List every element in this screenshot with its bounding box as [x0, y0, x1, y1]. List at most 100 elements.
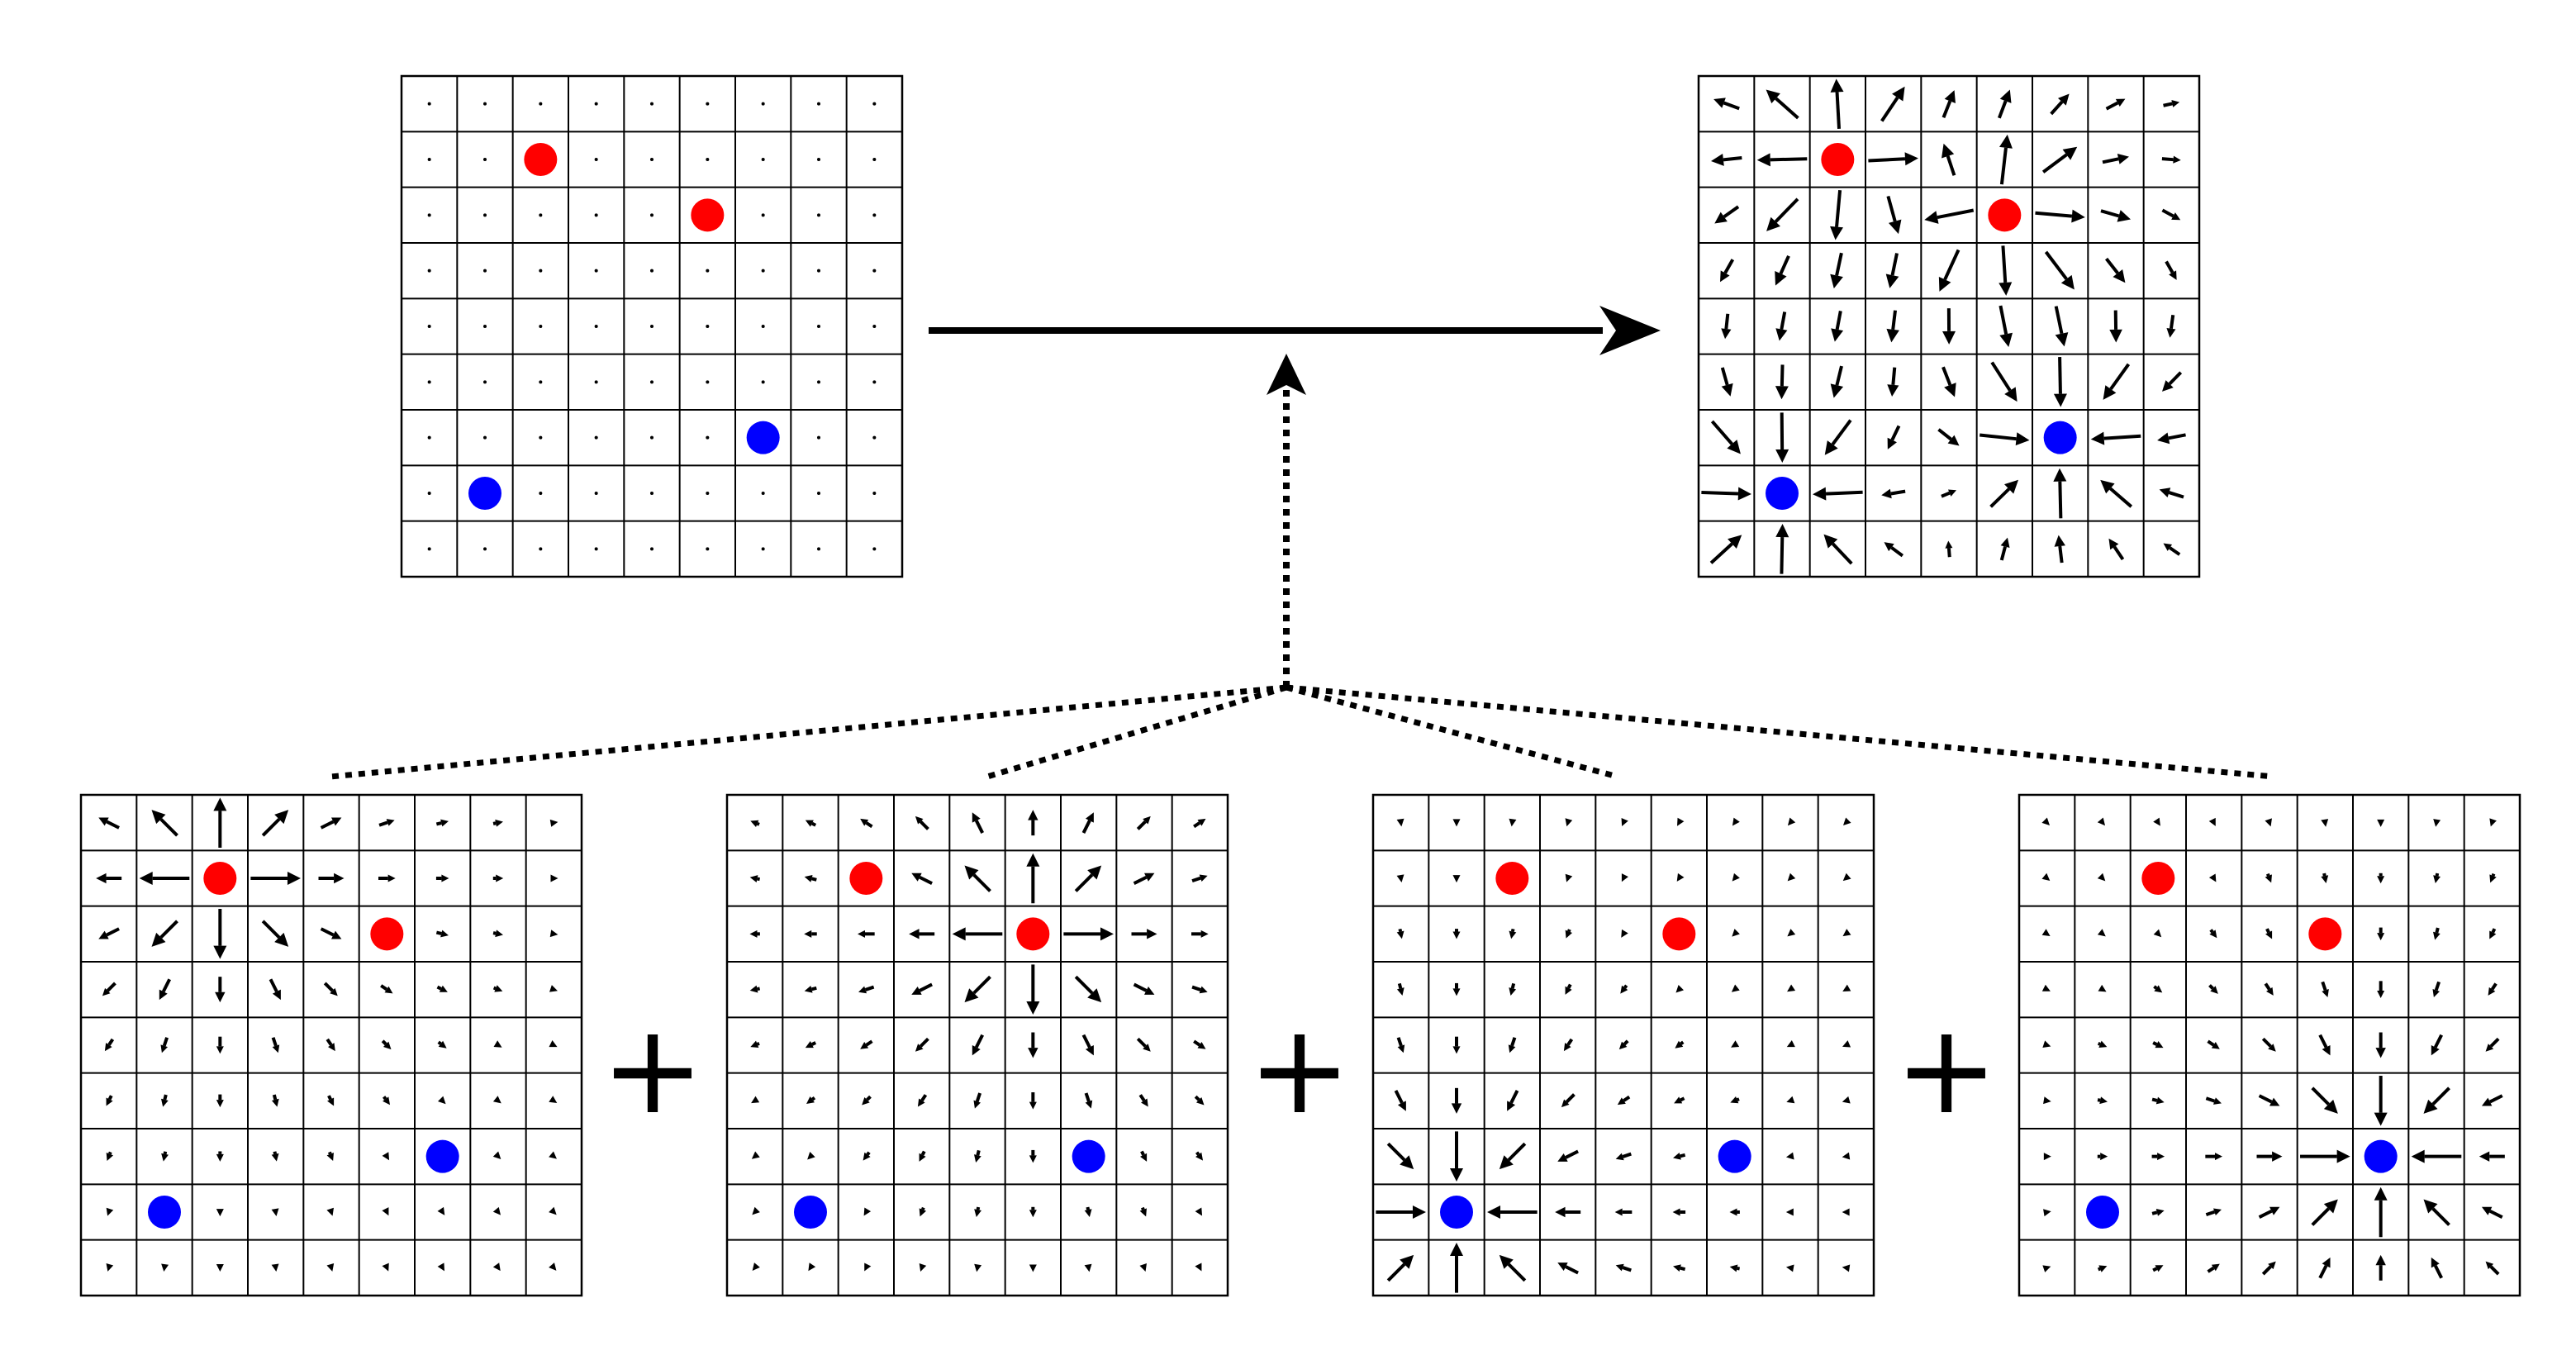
sample-point — [817, 380, 820, 384]
field-vector — [550, 874, 558, 882]
red-charge-2 — [1988, 198, 2022, 232]
field-vector — [2208, 873, 2217, 882]
field-vector — [1386, 1254, 1414, 1282]
field-vector — [1084, 1206, 1092, 1217]
field-vector — [2044, 250, 2075, 290]
field-vector — [858, 930, 875, 938]
field-vector — [215, 977, 226, 1003]
sample-point — [761, 380, 765, 384]
field-vector — [1394, 1090, 1406, 1111]
sample-point — [817, 213, 820, 217]
sample-point — [427, 547, 431, 551]
field-vector — [1756, 153, 1808, 167]
field-vector — [1618, 1039, 1629, 1050]
field-vector — [2043, 1096, 2051, 1105]
field-vector — [2108, 538, 2125, 561]
field-vector — [1942, 366, 1956, 397]
field-vector — [1842, 1208, 1850, 1216]
field-vector — [2097, 1096, 2108, 1105]
field-vector — [2152, 1265, 2164, 1272]
field-vector — [2097, 1153, 2108, 1161]
field-vector — [2432, 981, 2441, 997]
sample-point — [427, 492, 431, 495]
field-vector — [1842, 1040, 1851, 1048]
field-vector — [160, 1037, 169, 1053]
field-vector — [1672, 1208, 1686, 1216]
field-vector — [1557, 1149, 1579, 1162]
field-vector — [2481, 1094, 2503, 1106]
field-vector — [493, 1040, 502, 1048]
field-vector — [1139, 1206, 1147, 1217]
field-vector — [1720, 259, 1735, 283]
field-vector — [1997, 89, 2012, 119]
field-vector — [2105, 98, 2126, 111]
field-vector — [2377, 873, 2385, 884]
red-charge-1 — [203, 862, 237, 895]
field-vector — [159, 978, 171, 1001]
field-vector — [1732, 873, 1740, 882]
field-vector — [2207, 1263, 2220, 1273]
field-vector — [1063, 927, 1114, 941]
main-mapping-arrowhead — [1599, 306, 1661, 355]
field-vector — [1565, 818, 1573, 827]
field-vector — [1945, 540, 1953, 558]
field-vector — [327, 1095, 335, 1106]
sample-point — [872, 269, 877, 273]
field-vector — [1886, 195, 1902, 235]
field-vector — [806, 1096, 816, 1105]
field-vector — [1194, 1095, 1205, 1106]
sample-point — [483, 158, 487, 161]
field-vector — [752, 1206, 760, 1215]
sample-point — [483, 380, 487, 384]
field-vector — [1615, 1263, 1632, 1272]
field-vector — [1452, 982, 1461, 996]
blue-charge-2 — [2364, 1139, 2398, 1173]
field-vector — [102, 982, 116, 996]
field-vector — [2375, 1254, 2386, 1281]
field-vector — [1887, 425, 1901, 449]
field-vector — [1881, 488, 1906, 499]
red-charge-1 — [524, 143, 558, 176]
field-vector — [863, 1151, 871, 1161]
field-vector — [1074, 865, 1102, 892]
field-vector — [807, 1151, 815, 1160]
field-vector — [549, 1096, 558, 1103]
field-vector — [2265, 928, 2273, 939]
field-vector — [2377, 927, 2385, 941]
sample-point — [483, 435, 487, 440]
sample-point — [650, 213, 654, 217]
field-vector — [1133, 873, 1155, 885]
field-vector — [2043, 1153, 2051, 1161]
field-vector — [161, 1263, 169, 1272]
field-vector — [1509, 818, 1517, 827]
field-vector — [1775, 364, 1789, 400]
field-vector — [1136, 1037, 1151, 1052]
field-vector — [1029, 1092, 1037, 1110]
field-vector — [1990, 361, 2018, 402]
sample-point — [427, 325, 431, 328]
field-vector — [2209, 929, 2217, 939]
field-vector — [1675, 984, 1685, 993]
field-vector — [2053, 357, 2067, 407]
field-vector — [378, 819, 395, 827]
field-vector — [1508, 1037, 1517, 1053]
sample-point — [427, 435, 431, 440]
sample-point — [594, 213, 598, 217]
sample-point — [650, 547, 654, 551]
sample-point — [817, 158, 820, 161]
input-grid — [400, 74, 904, 578]
field-vector — [1193, 818, 1206, 829]
red-charge-2 — [1662, 917, 1696, 951]
field-vector — [1714, 205, 1740, 224]
field-vector — [492, 1151, 501, 1159]
field-vector — [804, 874, 817, 882]
field-vector — [436, 985, 448, 992]
field-vector — [1709, 535, 1742, 564]
field-vector — [1617, 1095, 1631, 1106]
field-vector — [2054, 535, 2065, 563]
field-vector — [1509, 928, 1517, 939]
sample-point — [427, 380, 431, 384]
field-vector — [271, 1037, 280, 1053]
field-vector — [320, 927, 342, 939]
